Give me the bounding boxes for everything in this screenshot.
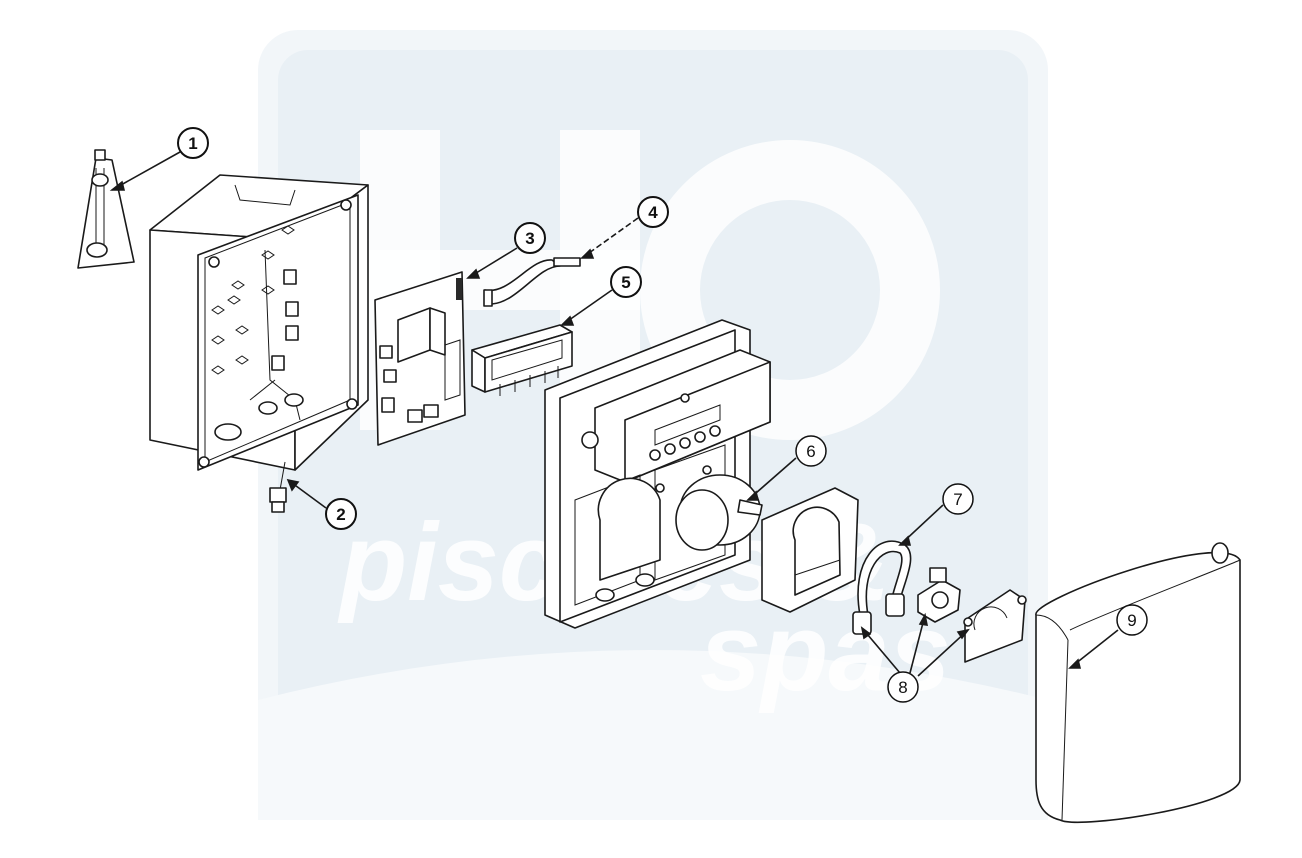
callout-9-label: 9: [1127, 611, 1136, 630]
callout-9: 9: [1116, 604, 1148, 636]
callout-6-label: 6: [806, 442, 815, 461]
callout-1: 1: [177, 127, 209, 159]
callout-4-label: 4: [648, 203, 658, 222]
leader-lines: [109, 151, 1119, 677]
part-8-fittings: [917, 567, 1027, 663]
callout-8-label: 8: [898, 678, 907, 697]
part-9-front-cover: [1035, 542, 1241, 824]
callout-6: 6: [795, 435, 827, 467]
callout-7-label: 7: [953, 490, 962, 509]
callout-8: 8: [887, 671, 919, 703]
callout-3-label: 3: [525, 229, 534, 248]
callout-5: 5: [610, 266, 642, 298]
front-panel-assembly: [544, 319, 771, 629]
part-1-wall-bracket: [77, 149, 135, 269]
part-4-ribbon-cable: [483, 257, 581, 307]
callout-5-label: 5: [621, 273, 630, 292]
pump-bracket: [761, 487, 859, 613]
part-7-pump-tube: [852, 540, 912, 635]
callout-2: 2: [325, 498, 357, 530]
part-2-back-housing: [149, 174, 369, 513]
callout-4: 4: [637, 196, 669, 228]
callout-2-label: 2: [336, 505, 345, 524]
part-3-pcb: [374, 271, 466, 446]
callout-7: 7: [942, 483, 974, 515]
part-6-pump-motor: [675, 474, 763, 551]
callout-1-label: 1: [188, 134, 197, 153]
part-5-display-module: [471, 324, 573, 396]
callout-3: 3: [514, 222, 546, 254]
